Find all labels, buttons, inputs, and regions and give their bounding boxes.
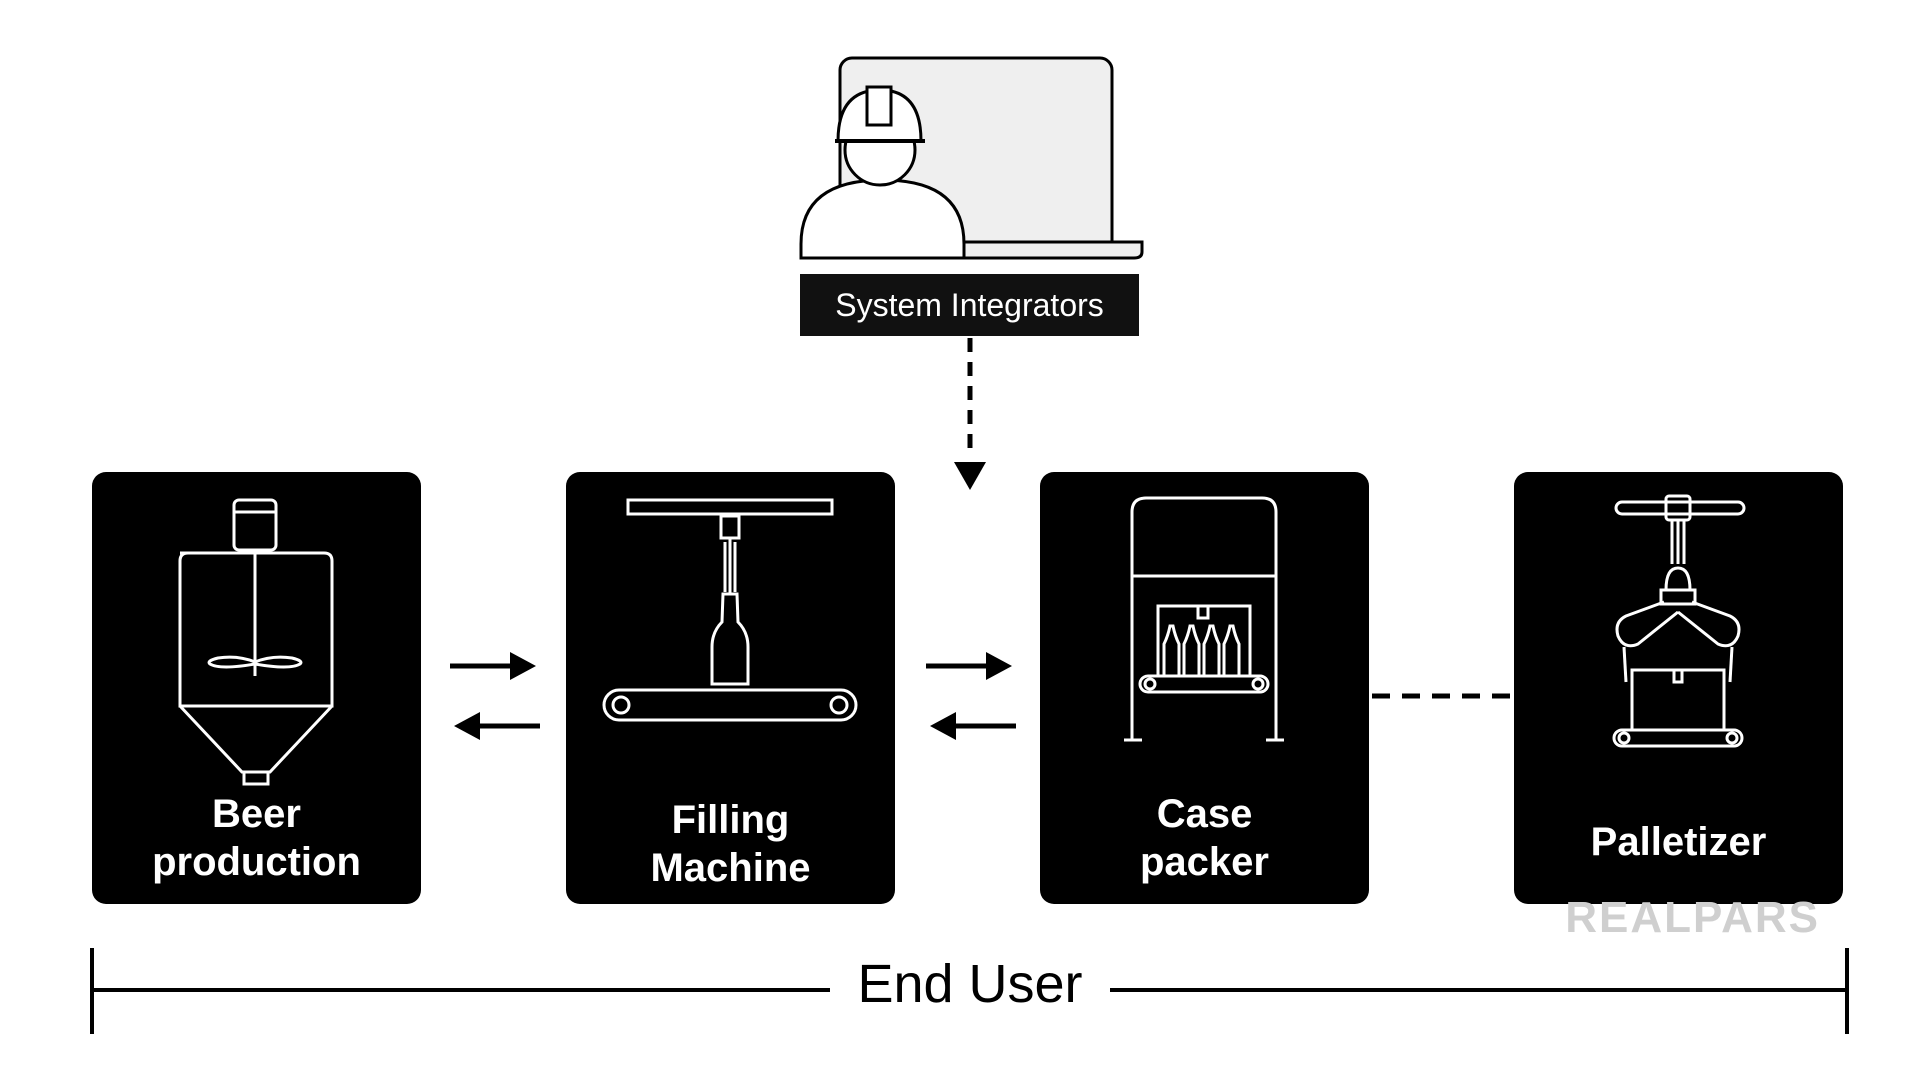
engineer-icon [799,85,966,260]
stage-palletizer: Palletizer [1514,472,1843,904]
end-user-bracket [90,948,1849,1034]
stage-filling-machine: Filling Machine [566,472,895,904]
palletizer-icon [1612,494,1746,748]
arrow-left-2 [930,712,1016,740]
end-user-label: End User [830,952,1110,1016]
stage-label: Case packer [1140,792,1269,884]
realpars-watermark: REALPARS [1565,893,1820,942]
mixing-tank-icon [178,498,334,786]
arrow-left-1 [454,712,540,740]
stage-label: Filling Machine [650,798,811,890]
stage-label: Beer production [152,792,361,884]
stage-case-packer: Case packer [1040,472,1369,904]
integrator-arrowhead [954,462,986,490]
arrow-right-2 [926,652,1012,680]
stage-beer-production: Beer production [92,472,421,904]
system-integrators-tag: System Integrators [800,274,1139,336]
filling-machine-icon [602,498,858,722]
arrow-right-1 [450,652,536,680]
stage-label: Palletizer [1590,820,1767,864]
case-packer-icon [1124,496,1284,742]
